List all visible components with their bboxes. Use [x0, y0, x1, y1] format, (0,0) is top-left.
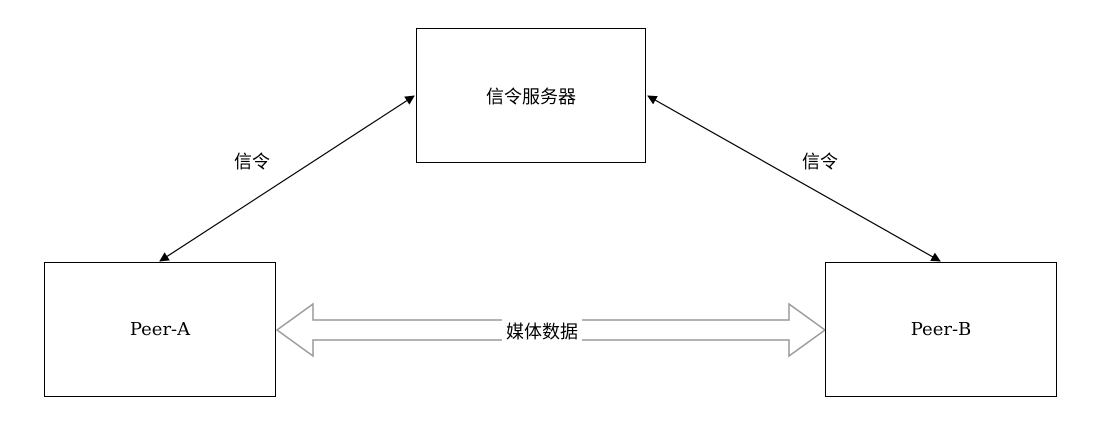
signal-label-right: 信令 [802, 152, 838, 173]
signal-label-left: 信令 [234, 152, 270, 173]
peer-b-node: Peer-B [825, 262, 1057, 397]
peer-a-label: Peer-A [129, 319, 191, 340]
signaling-server-node: 信令服务器 [416, 28, 646, 163]
peer-b-label: Peer-B [910, 319, 972, 340]
signaling-server-label: 信令服务器 [486, 86, 576, 108]
signal-arrow-right [647, 95, 941, 262]
peer-a-node: Peer-A [44, 262, 276, 397]
media-data-label: 媒体数据 [502, 318, 582, 344]
signal-arrow-left [159, 95, 415, 262]
